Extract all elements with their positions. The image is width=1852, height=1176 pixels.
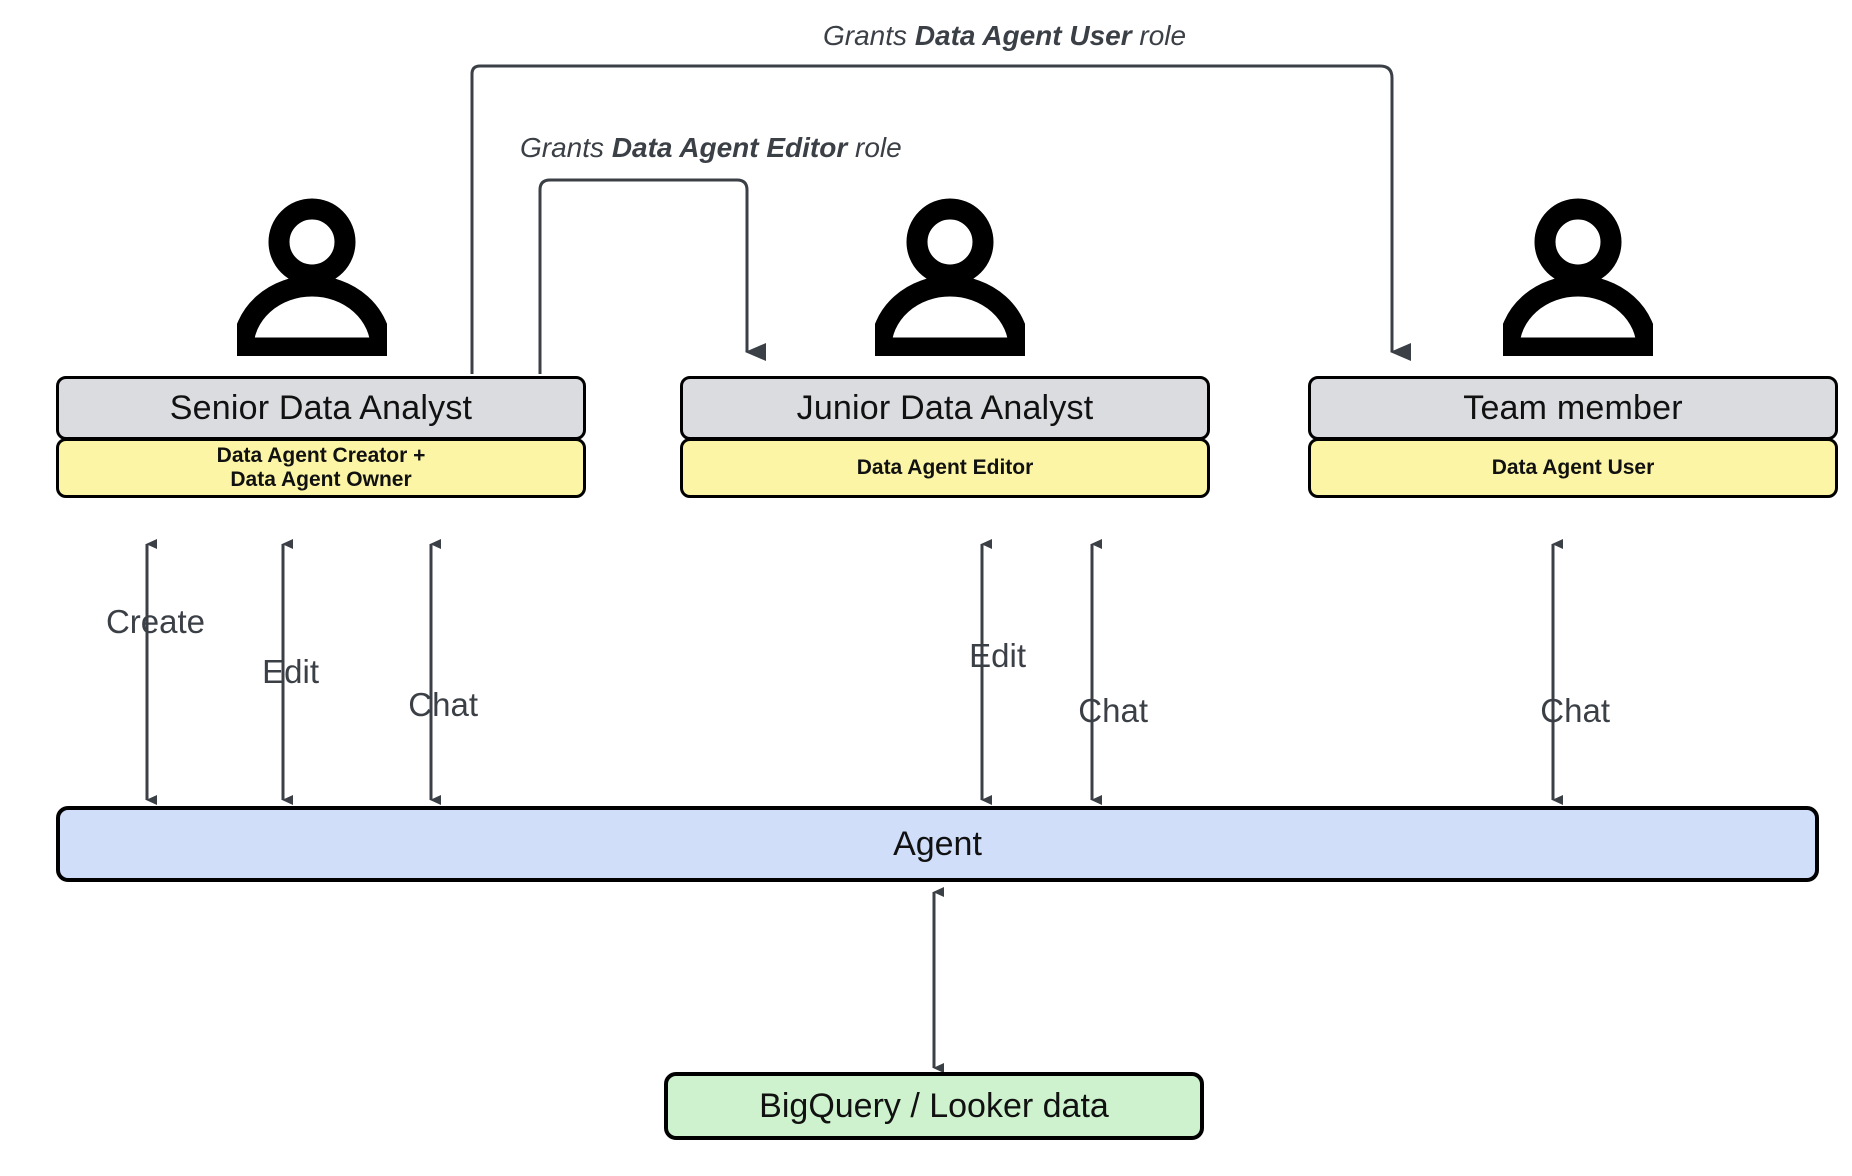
flow-label-create: Create [105, 603, 205, 640]
grant-user-role: Data Agent User [914, 20, 1132, 51]
role-line-2: Data Agent Owner [230, 468, 412, 491]
flow-label-edit: Edit [262, 653, 319, 690]
flow-label-edit: Edit [969, 637, 1026, 674]
person-icon [1503, 196, 1653, 356]
flow-label-chat: Chat [1540, 692, 1610, 729]
persona-junior-data-analyst[interactable]: Junior Data Analyst Data Agent Editor [680, 376, 1210, 498]
role-line-1: Data Agent Creator + [216, 444, 426, 468]
grant-editor-prefix: Grants [520, 132, 612, 163]
datastore-node[interactable]: BigQuery / Looker data [664, 1072, 1204, 1140]
grant-editor-connector [538, 178, 766, 374]
persona-role-badge: Data Agent User [1308, 438, 1838, 498]
person-icon [237, 196, 387, 356]
persona-senior-data-analyst[interactable]: Senior Data Analyst Data Agent Creator +… [56, 376, 586, 498]
flow-label-chat: Chat [1078, 692, 1148, 729]
grant-editor-suffix: role [847, 132, 902, 163]
persona-role-badge: Data Agent Creator + Data Agent Owner [56, 438, 586, 498]
grant-editor-label: Grants Data Agent Editor role [520, 132, 902, 164]
flow-label-chat: Chat [408, 686, 478, 723]
grant-editor-role: Data Agent Editor [611, 132, 848, 163]
grant-user-label: Grants Data Agent User role [823, 20, 1186, 52]
person-icon [875, 196, 1025, 356]
agent-node[interactable]: Agent [56, 806, 1819, 882]
persona-team-member[interactable]: Team member Data Agent User [1308, 376, 1838, 498]
grant-user-suffix: role [1131, 20, 1187, 51]
persona-role-badge: Data Agent Editor [680, 438, 1210, 498]
grant-user-prefix: Grants [823, 20, 915, 51]
persona-title: Team member [1308, 376, 1838, 440]
persona-title: Senior Data Analyst [56, 376, 586, 440]
persona-title: Junior Data Analyst [680, 376, 1210, 440]
